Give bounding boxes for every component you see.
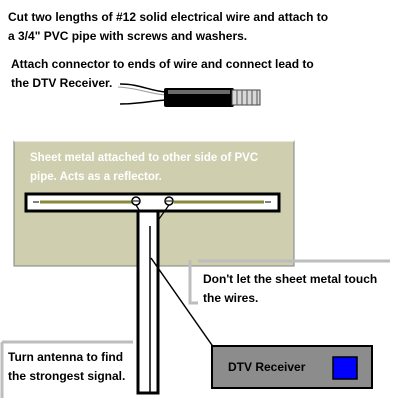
connector-threads: [236, 90, 258, 105]
coax-cable-highlight: [168, 90, 230, 94]
lead-wire-upper-shadow: [117, 86, 167, 96]
label-turn-antenna: Turn antenna to find the strongest signa…: [8, 350, 126, 383]
instruction-attach-connector: Attach connector to ends of wire and con…: [11, 57, 314, 90]
receiver-label: DTV Receiver: [228, 360, 306, 374]
lead-wire-lower: [119, 99, 167, 105]
screw-left: [131, 196, 141, 206]
screw-right: [164, 196, 174, 206]
connector-assembly: [117, 83, 261, 107]
label-sheet-metal: Sheet metal attached to other side of PV…: [30, 152, 259, 183]
label-no-touch: Don't let the sheet metal touch the wire…: [203, 272, 378, 305]
pvc-mast-vertical: [136, 209, 160, 395]
callout-no-touch: [188, 260, 198, 305]
lead-wire-upper: [119, 83, 167, 93]
receiver-lead: [150, 257, 215, 349]
instruction-cut-wire: Cut two lengths of #12 solid electrical …: [8, 10, 329, 43]
receiver-indicator: [332, 356, 358, 380]
f-connector: [231, 89, 261, 106]
